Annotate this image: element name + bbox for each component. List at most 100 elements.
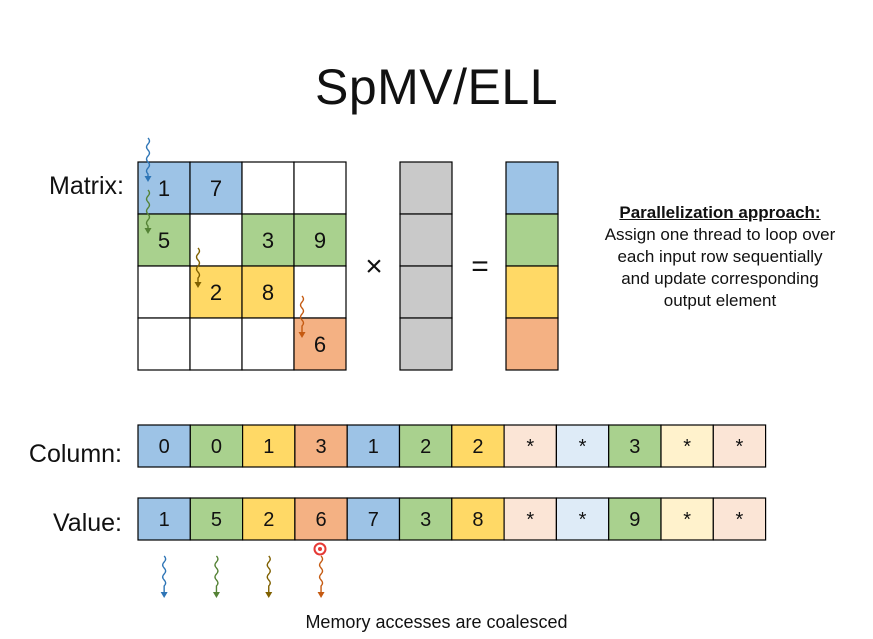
approach-line-1: Assign one thread to loop over: [604, 225, 836, 244]
column-cell-11-text: *: [736, 436, 744, 458]
value-cell-7-text: *: [526, 509, 534, 531]
matrix-thread-0-icon-arrowhead: [144, 176, 152, 182]
matrix-cell-r0-c2: [241, 161, 295, 215]
matrix-cell-r0-c1-text: 7: [210, 176, 222, 201]
approach-line-3: and update corresponding: [621, 269, 819, 288]
column-label: Column:: [28, 440, 122, 468]
value-cell-4: [346, 497, 401, 541]
value-cell-11: [712, 497, 767, 541]
matrix-cell-r3-c2: [241, 317, 295, 371]
column-cell-9: [608, 424, 662, 468]
matrix-cell-r0-c1: [189, 161, 243, 215]
value-cell-8: [555, 497, 610, 541]
column-cell-8: [555, 424, 610, 468]
column-cell-10-text: *: [683, 436, 691, 458]
output-vector-cell-2: [505, 265, 559, 319]
matrix-thread-1-icon: [145, 189, 151, 228]
multiply-sign: ×: [365, 250, 383, 283]
matrix-cell-r2-c2: [241, 265, 295, 319]
matrix-cell-r0-c3: [293, 161, 347, 215]
parallelization-approach: Parallelization approach: Assign one thr…: [572, 202, 868, 312]
matrix-label: Matrix:: [49, 172, 124, 200]
column-cell-5-text: 2: [420, 436, 431, 458]
matrix-cell-r0-c0-text: 1: [158, 176, 170, 201]
output-vector-cell-1: [505, 213, 559, 267]
value-cell-10-text: *: [683, 509, 691, 531]
column-cell-7-text: *: [526, 436, 534, 458]
column-cell-10: [660, 424, 714, 468]
matrix-cell-r1-c3-text: 9: [314, 228, 326, 253]
value-cell-6-text: 8: [472, 509, 483, 531]
column-cell-9-text: 3: [629, 436, 640, 458]
value-cell-9: [608, 497, 662, 541]
value-cell-10: [660, 497, 714, 541]
column-cell-3-text: 3: [315, 436, 326, 458]
value-cell-4-text: 7: [368, 509, 379, 531]
value-cell-0: [137, 497, 191, 541]
matrix-cell-r3-c3-text: 6: [314, 332, 326, 357]
array-thread-1-icon-arrowhead: [212, 592, 220, 598]
input-vector-cell-3: [399, 317, 453, 371]
matrix-cell-r3-c3: [293, 317, 347, 371]
value-cell-0-text: 1: [159, 509, 170, 531]
approach-line-2: each input row sequentially: [617, 247, 823, 266]
approach-line-4: output element: [663, 291, 777, 310]
matrix-thread-3-icon: [299, 295, 305, 332]
array-thread-2-icon: [266, 555, 271, 592]
matrix-cell-r2-c2-text: 8: [262, 280, 274, 305]
value-cell-1: [189, 497, 244, 541]
array-thread-3-icon-arrowhead: [317, 592, 325, 598]
value-cell-5: [398, 497, 453, 541]
value-cell-2: [242, 497, 296, 541]
column-cell-1: [189, 424, 244, 468]
matrix-thread-0-icon: [145, 137, 151, 176]
column-cell-8-text: *: [579, 436, 587, 458]
matrix-cell-r2-c0: [137, 265, 191, 319]
value-cell-11-text: *: [736, 509, 744, 531]
output-vector-cell-3: [505, 317, 559, 371]
matrix-cell-r1-c2: [241, 213, 295, 267]
column-cell-2-text: 1: [263, 436, 274, 458]
equals-sign: =: [471, 250, 489, 283]
column-cell-0-text: 0: [159, 436, 170, 458]
value-cell-8-text: *: [579, 509, 587, 531]
column-cell-4-text: 1: [368, 436, 379, 458]
column-cell-5: [398, 424, 453, 468]
column-cell-6-text: 2: [472, 436, 483, 458]
matrix-cell-r2-c3: [293, 265, 347, 319]
matrix-cell-r1-c0-text: 5: [158, 228, 170, 253]
array-thread-3-icon: [318, 555, 324, 592]
value-cell-5-text: 3: [420, 509, 431, 531]
array-thread-1-icon: [214, 555, 219, 592]
input-vector-cell-2: [399, 265, 453, 319]
column-cell-4: [346, 424, 401, 468]
value-cell-9-text: 9: [629, 509, 640, 531]
cursor-dot-icon: [318, 547, 322, 551]
matrix-cell-r2-c1-text: 2: [210, 280, 222, 305]
column-cell-1-text: 0: [211, 436, 222, 458]
output-vector-cell-0: [505, 161, 559, 215]
input-vector-cell-1: [399, 213, 453, 267]
array-thread-0-icon-arrowhead: [160, 592, 168, 598]
matrix-thread-2-icon: [195, 247, 201, 282]
column-cell-11: [712, 424, 767, 468]
value-cell-1-text: 5: [211, 509, 222, 531]
slide-title: SpMV/ELL: [314, 59, 558, 115]
value-cell-6: [451, 497, 505, 541]
input-vector-cell-0: [399, 161, 453, 215]
column-cell-2: [242, 424, 296, 468]
matrix-cell-r1-c1: [189, 213, 243, 267]
array-thread-0-icon: [161, 555, 167, 592]
matrix-thread-1-icon-arrowhead: [144, 228, 152, 234]
matrix-thread-2-icon-arrowhead: [194, 282, 202, 288]
value-label: Value:: [52, 509, 122, 537]
matrix-cell-r3-c1: [189, 317, 243, 371]
matrix-cell-r1-c2-text: 3: [262, 228, 274, 253]
matrix-cell-r3-c0: [137, 317, 191, 371]
column-cell-7: [503, 424, 558, 468]
coalesced-note: Memory accesses are coalesced: [305, 612, 568, 632]
array-thread-2-icon-arrowhead: [265, 592, 273, 598]
value-cell-2-text: 2: [263, 509, 274, 531]
